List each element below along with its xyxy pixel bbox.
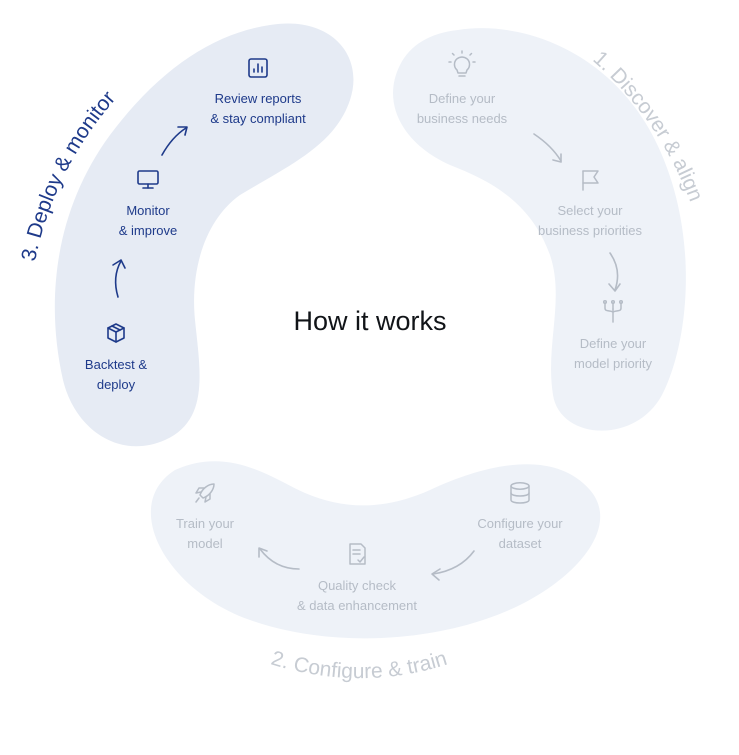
step-train-model-line1: Train your <box>176 516 235 531</box>
arrow-needs-to-priorities <box>533 133 562 162</box>
step-model-priority-line1: Define your <box>580 336 647 351</box>
deploy-phase-region <box>54 23 354 447</box>
arrow-priorities-to-model <box>609 252 619 291</box>
arrow-quality-to-train <box>259 548 300 570</box>
database-icon <box>510 482 530 504</box>
configure-phase-region <box>150 461 601 639</box>
arrow-priorities-to-model-head <box>608 283 621 292</box>
step-quality-check-line1: Quality check <box>318 578 397 593</box>
diagram-title: How it works <box>293 306 446 336</box>
step-select-priorities-line2: business priorities <box>538 223 643 238</box>
step-configure-dataset-line2: dataset <box>499 536 542 551</box>
box-icon <box>107 323 125 343</box>
arrow-dataset-to-quality <box>432 550 475 575</box>
arrow-quality-to-train-head <box>258 547 268 558</box>
arrow-monitor-to-review <box>161 127 187 156</box>
step-define-needs-line2: business needs <box>417 111 508 126</box>
model-fork-icon <box>602 299 624 323</box>
step-model-priority-line2: model priority <box>574 356 653 371</box>
step-review-line2: & stay compliant <box>210 111 306 126</box>
step-backtest-line1: Backtest & <box>85 357 147 372</box>
arrow-dataset-to-quality-head <box>431 568 441 581</box>
step-backtest-line2: deploy <box>97 377 136 392</box>
monitor-icon <box>137 170 159 189</box>
arrow-monitor-to-review-head <box>177 126 188 136</box>
step-quality-check-line2: & data enhancement <box>297 598 417 613</box>
step-monitor-line2: & improve <box>119 223 178 238</box>
step-review-line1: Review reports <box>215 91 302 106</box>
discover-phase-region <box>393 28 686 431</box>
bar-chart-icon <box>248 58 268 78</box>
step-configure-dataset-line1: Configure your <box>477 516 563 531</box>
lightbulb-icon <box>448 50 476 77</box>
step-define-needs-line1: Define your <box>429 91 496 106</box>
step-train-model-line2: model <box>187 536 223 551</box>
rocket-icon <box>195 483 215 503</box>
arrow-backtest-to-monitor <box>114 260 122 298</box>
checklist-icon <box>349 543 366 565</box>
step-monitor-line1: Monitor <box>126 203 170 218</box>
flag-icon <box>582 170 599 191</box>
phase-label-configure: 2. Configure & train <box>269 647 450 683</box>
step-select-priorities-line1: Select your <box>557 203 623 218</box>
arrow-needs-to-priorities-head <box>552 153 562 163</box>
arrow-backtest-to-monitor-head <box>112 259 126 269</box>
